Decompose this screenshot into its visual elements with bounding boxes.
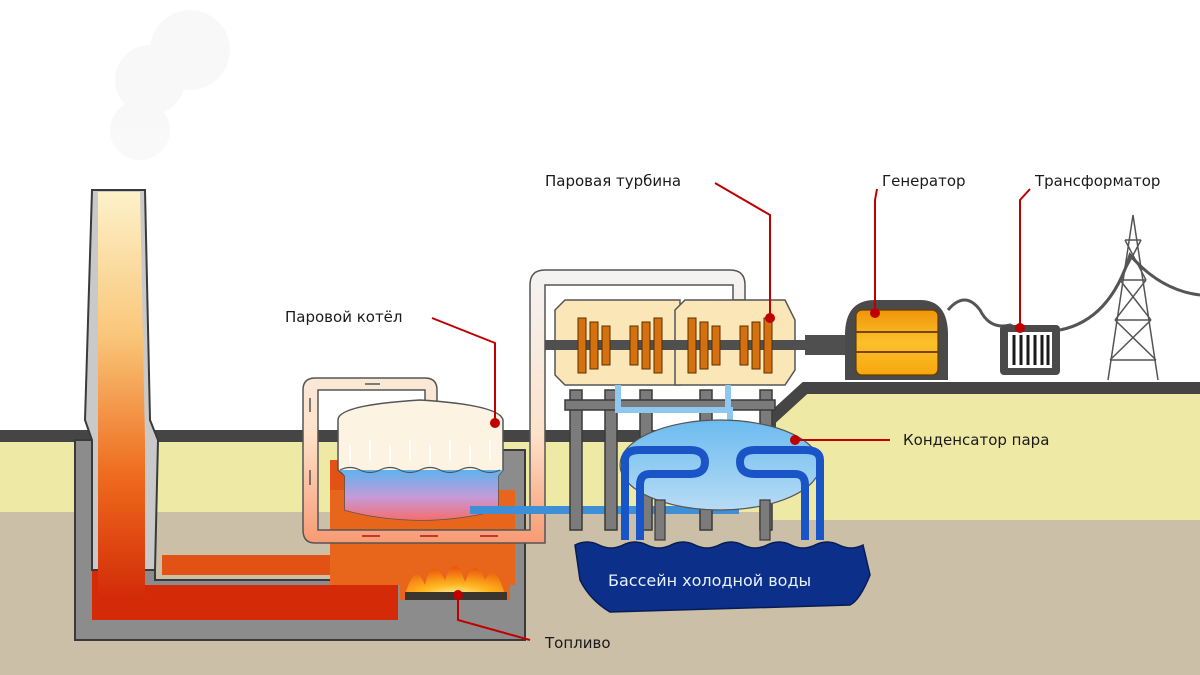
callout-fuel xyxy=(457,595,531,641)
label-steam-boiler: Паровой котёл xyxy=(285,308,403,326)
label-generator: Генератор xyxy=(882,172,966,190)
hill xyxy=(770,388,1200,520)
label-cold-water-pool: Бассейн холодной воды xyxy=(608,571,811,590)
boiler xyxy=(337,399,504,521)
callout-boiler xyxy=(431,317,496,423)
steam-condenser xyxy=(619,419,824,541)
steam-turbine xyxy=(545,299,850,430)
power-cable xyxy=(946,251,1200,332)
power-pylon-icon xyxy=(1107,214,1159,381)
label-steam-condenser: Конденсатор пара xyxy=(903,431,1049,449)
turbine-rotors xyxy=(577,317,773,374)
cold-water-pool xyxy=(574,541,871,613)
callouts xyxy=(431,182,1031,641)
smoke-cloud xyxy=(110,10,230,160)
generator xyxy=(845,300,948,380)
transformer xyxy=(1000,325,1060,375)
label-fuel: Топливо xyxy=(544,634,611,652)
fire-icon xyxy=(405,565,505,595)
callout-turbine xyxy=(714,182,771,318)
boiler-loop-pipe xyxy=(302,269,746,544)
callout-dots xyxy=(453,308,1025,600)
label-transformer: Трансформатор xyxy=(1034,172,1160,190)
callout-generator xyxy=(874,188,878,313)
label-steam-turbine: Паровая турбина xyxy=(545,172,681,190)
chimney xyxy=(83,189,160,600)
callout-transformer xyxy=(1019,188,1031,328)
